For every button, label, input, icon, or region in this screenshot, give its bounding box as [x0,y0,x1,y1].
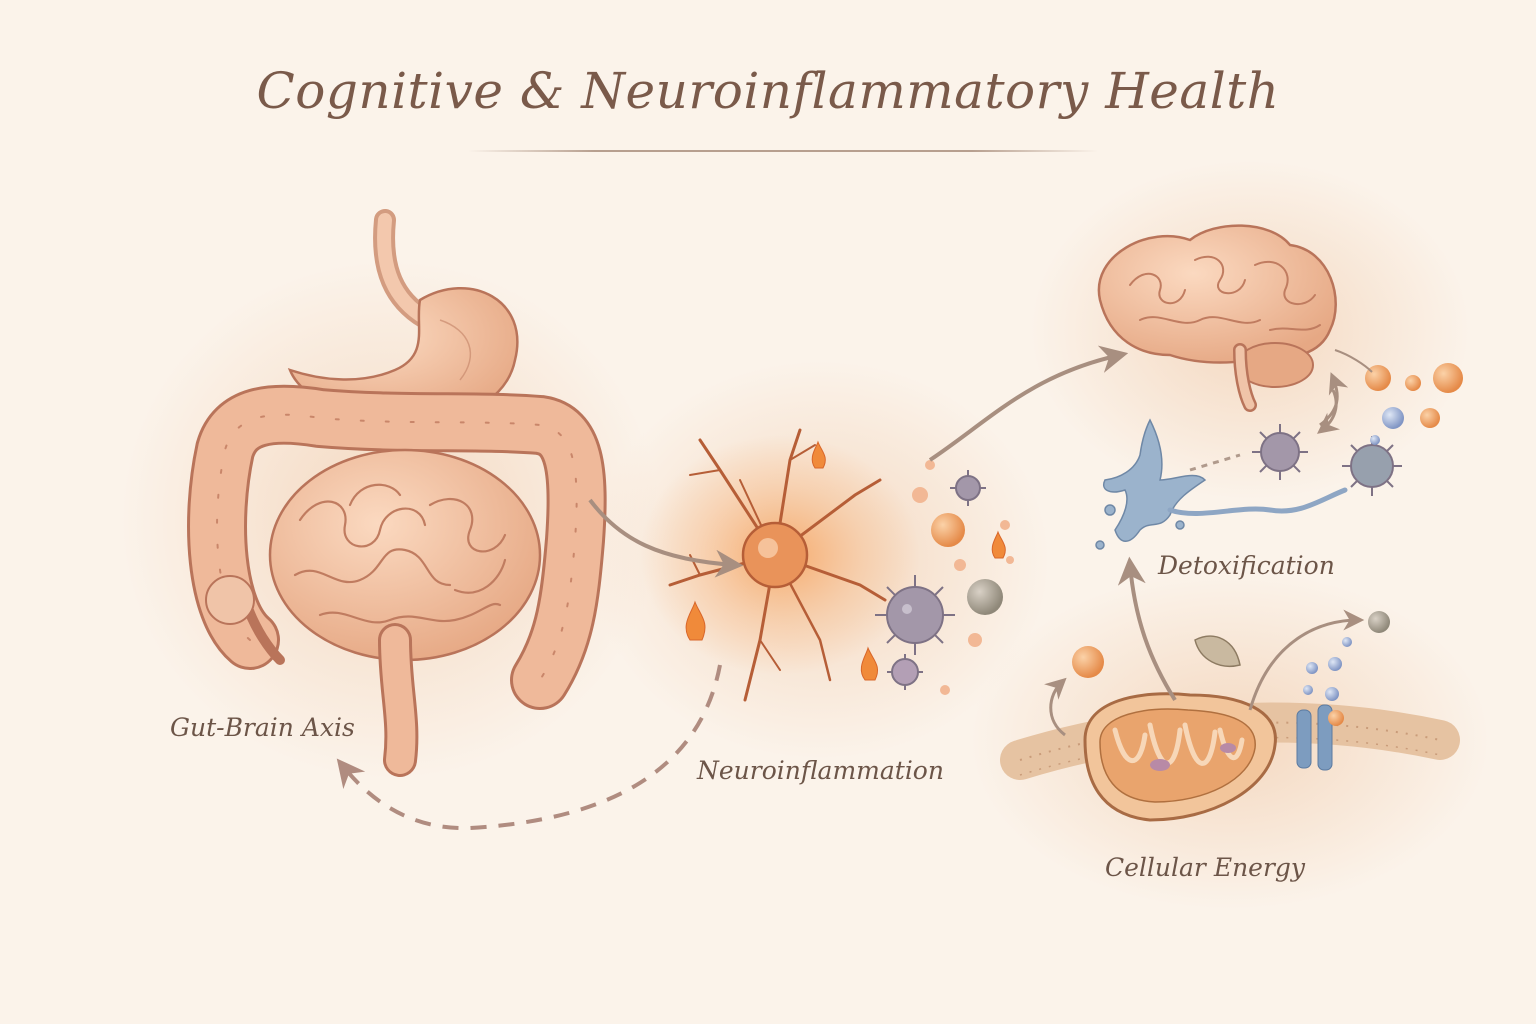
label-detoxification: Detoxification [1158,551,1335,580]
title-divider [468,150,1098,152]
detoxification-cluster [1095,349,1463,550]
arrow-gut-to-neuroinflammation [588,498,744,578]
digestive-tract-icon [187,209,607,777]
connector-arrows [336,345,1177,831]
brain-icon [1097,224,1337,412]
molecule-icon [912,460,1014,695]
page-title: Cognitive & Neuroinflammatory Health [256,62,1280,120]
label-cellular-energy: Cellular Energy [1105,853,1306,882]
label-neuroinflammation: Neuroinflammation [697,756,944,785]
arrow-energy-to-detox [1117,556,1177,702]
mitochondrion-icon [1083,692,1277,822]
pathogen-icon [875,470,986,690]
arrow-neuroinflammation-to-brain [928,345,1129,462]
neuroinflammation-cluster [640,428,1014,702]
label-gut-brain-axis: Gut-Brain Axis [170,713,355,742]
leaf-icon [1194,635,1241,667]
arrow-feedback-to-gut [336,664,722,831]
molecule-icon [1072,611,1390,701]
pathogen-icon [1252,424,1402,496]
flame-icon [685,440,1006,681]
toxin-splash-icon [1095,418,1207,550]
cellular-energy-cluster [1000,609,1460,822]
